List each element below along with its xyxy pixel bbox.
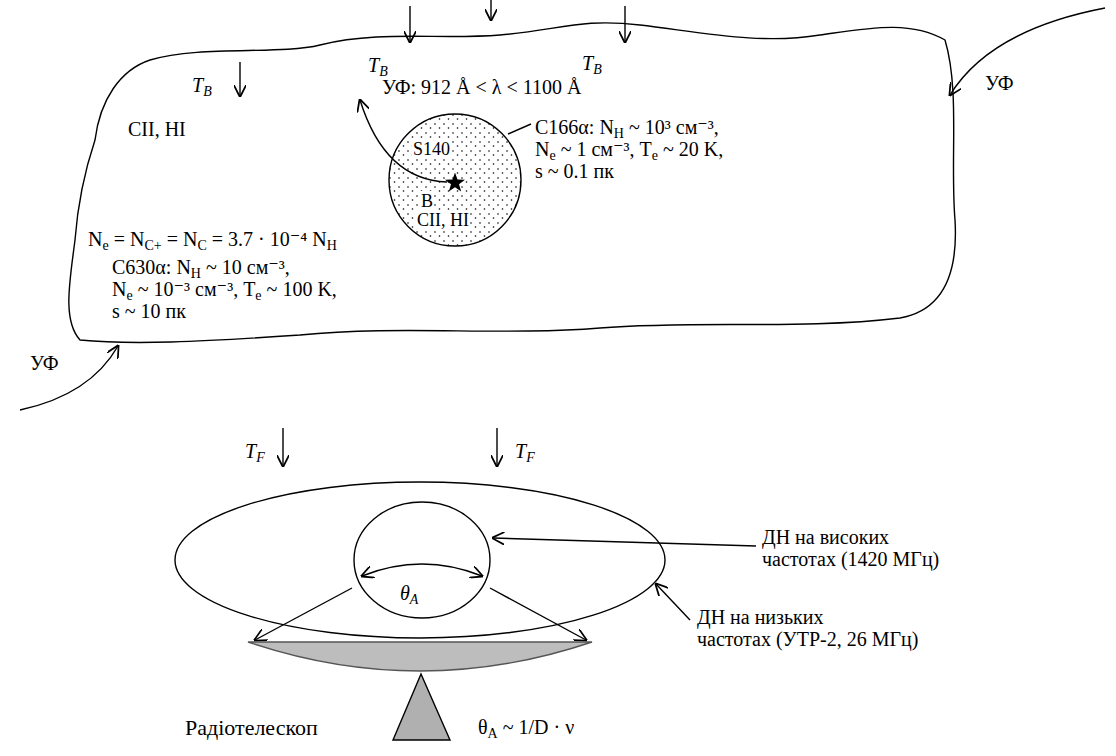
text-line: s ~ 0.1 пк [535,160,723,182]
text-line: ДН на високих [762,526,939,548]
angle-arc [362,564,482,576]
leader-arrow [656,584,690,620]
hii-region-circle: S140BCII, HI [388,113,522,247]
subscript: F [526,450,535,465]
subscript: C+ [144,238,161,253]
text-line: Ne ~ 1 см⁻³, Te ~ 20 K, [535,138,723,160]
subscript: A [410,592,419,607]
subscript: e [652,148,658,163]
cloud-outline-path [69,23,956,343]
abundance-note: Ne = NC+ = NC = 3.7 · 10⁻⁴ NH [88,228,337,250]
foreground-temperature: TF [515,440,535,462]
source-name: S140 [412,139,451,159]
leader-arrow [493,538,756,546]
text-line: s ~ 10 пк [112,300,337,322]
foreground-temperature: TF [245,440,265,462]
text-line: ДН на низьких [697,606,918,628]
line-parameters: C166α: NH ~ 10³ см⁻³, Ne ~ 1 см⁻³, Te ~ … [535,116,723,182]
pattern-label: ДН на низьких частотах (УТР-2, 26 МГц) [697,606,918,650]
region-label: CII, HI [416,210,470,230]
beam-edge-arrow [255,588,352,640]
uv-label: УФ [30,352,58,374]
text-line: C630α: NH ~ 10 см⁻³, [112,256,337,278]
radiation-arrow [496,428,497,466]
radiation-arrow [239,62,240,96]
line-parameters: C630α: NH ~ 10 см⁻³, Ne ~ 10⁻³ см⁻³, Te … [112,256,337,322]
text-line: частотах (1420 МГц) [762,548,939,570]
brightness-temperature: TB [582,52,602,74]
subscript: e [255,288,261,303]
region-label: B [420,191,434,211]
subscript: F [256,450,265,465]
subscript: H [327,238,337,253]
uv-arrow [20,346,118,410]
pattern-label: ДН на високих частотах (1420 МГц) [762,526,939,570]
text-line: частотах (УТР-2, 26 МГц) [697,628,918,650]
uv-label: УФ [985,72,1013,94]
leader-line [508,124,531,134]
uv-band: УФ: 912 Å < λ < 1100 Å [382,76,581,98]
dish-pedestal [393,674,450,740]
radiation-arrow [490,0,491,20]
low-frequency-pattern [175,482,665,638]
brightness-temperature: TB [192,74,212,96]
brightness-temperature: TB [368,54,388,76]
subscript: B [593,62,602,77]
beam-width: θA [400,582,418,604]
dish-reflector [248,642,592,671]
subscript: A [488,726,498,741]
subscript: B [203,84,212,99]
region-label: CII, HI [128,118,186,140]
beam-edge-arrow [490,588,586,640]
text-line: C166α: NH ~ 10³ см⁻³, [535,116,723,138]
region-circle [389,114,521,246]
beam-formula: θA ~ 1/D · ν [478,716,574,738]
telescope-label: Радіотелескоп [185,716,318,740]
subscript: e [102,238,108,253]
star-symbol [445,173,465,192]
radiation-arrow [282,428,283,466]
text-line: Ne ~ 10⁻³ см⁻³, Te ~ 100 K, [112,278,337,300]
uv-arrow [950,8,1105,95]
high-frequency-pattern [354,502,490,618]
subscript: C [197,238,206,253]
cloud-region: CII, HI Ne = NC+ = NC = 3.7 · 10⁻⁴ NH C630… [55,12,960,347]
